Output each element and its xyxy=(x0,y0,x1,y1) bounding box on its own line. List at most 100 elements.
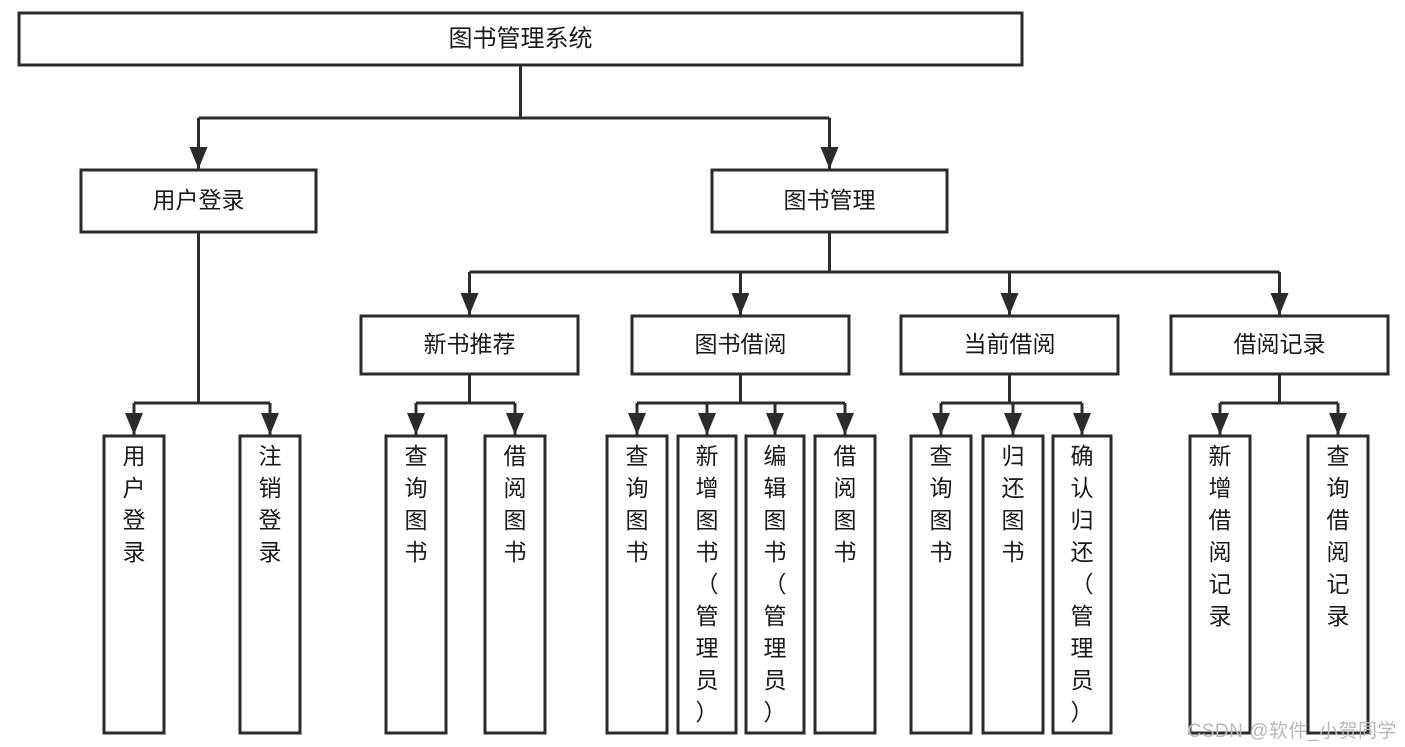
arrow-head xyxy=(1073,413,1091,435)
node-label-char: 录 xyxy=(1327,603,1350,629)
node-label-char: 阅 xyxy=(1209,539,1232,565)
node-label-char: （ xyxy=(764,571,787,597)
arrow-head xyxy=(628,413,646,435)
node-box xyxy=(813,434,877,735)
node-box xyxy=(102,434,166,735)
node-box xyxy=(676,434,738,735)
node-box xyxy=(238,434,302,735)
arrow-head xyxy=(731,293,750,315)
arrow-head xyxy=(1329,413,1347,435)
node-label-char: 增 xyxy=(1209,475,1232,501)
node-book-borrow[interactable]: 图书借阅 xyxy=(630,314,851,376)
node-label-char: 借 xyxy=(1209,507,1232,533)
node-label-char: 销 xyxy=(259,475,282,501)
node-label-char: 还 xyxy=(1071,539,1094,565)
node-label-char: 户 xyxy=(123,475,146,501)
node-label-char: 查 xyxy=(405,443,428,469)
node-label-char: 借 xyxy=(1327,507,1350,533)
node-leaf-user-login[interactable]: 用户登录 xyxy=(102,434,166,735)
node-box xyxy=(605,434,669,735)
node-user-login[interactable]: 用户登录 xyxy=(79,168,318,234)
node-label-char: 图 xyxy=(696,507,719,533)
node-label-char: 图 xyxy=(1002,507,1025,533)
node-label-char: 书 xyxy=(764,539,787,565)
node-label-char: 编 xyxy=(764,443,787,469)
node-label-char: 图 xyxy=(504,507,527,533)
node-current-borrow[interactable]: 当前借阅 xyxy=(899,314,1120,376)
node-new-book-rec[interactable]: 新书推荐 xyxy=(359,314,580,376)
node-box xyxy=(899,314,1120,376)
node-label-char: 书 xyxy=(696,539,719,565)
arrow-head xyxy=(1270,293,1289,315)
node-label-char: 阅 xyxy=(1327,539,1350,565)
node-label: 当前借阅 xyxy=(964,331,1056,357)
node-label: 新书推荐 xyxy=(424,331,516,357)
arrow-head xyxy=(766,413,784,435)
node-label-char: 登 xyxy=(259,507,282,533)
node-label-char: 确 xyxy=(1071,443,1094,469)
arrow-head xyxy=(506,413,524,435)
node-label-char: 归 xyxy=(1071,507,1094,533)
node-label-char: 注 xyxy=(259,443,282,469)
node-root[interactable]: 图书管理系统 xyxy=(17,11,1024,67)
node-box xyxy=(1306,434,1370,735)
node-label-char: 录 xyxy=(259,539,282,565)
arrow-head xyxy=(189,147,208,169)
arrow-head xyxy=(261,413,279,435)
node-label-char: 录 xyxy=(1209,603,1232,629)
node-label-char: 询 xyxy=(626,475,649,501)
node-label-char: 查 xyxy=(1327,443,1350,469)
node-label-char: （ xyxy=(1071,571,1094,597)
node-box xyxy=(710,168,949,234)
node-label-char: 管 xyxy=(696,603,719,629)
node-box xyxy=(744,434,806,735)
node-box xyxy=(981,434,1045,735)
node-label-char: 书 xyxy=(405,539,428,565)
node-label-char: ） xyxy=(764,699,787,725)
node-label-char: 借 xyxy=(834,443,857,469)
arrow-head xyxy=(932,413,950,435)
node-label-char: 询 xyxy=(1327,475,1350,501)
arrow-head xyxy=(460,293,479,315)
node-label-char: 员 xyxy=(1071,667,1094,693)
node-box xyxy=(483,434,547,735)
node-label-char: ） xyxy=(1071,699,1094,725)
node-box xyxy=(359,314,580,376)
node-label-char: 书 xyxy=(626,539,649,565)
node-label-char: 图 xyxy=(764,507,787,533)
arrow-head xyxy=(820,147,839,169)
node-label-char: 新 xyxy=(696,443,719,469)
node-label-char: 增 xyxy=(696,475,719,501)
node-label-char: 还 xyxy=(1002,475,1025,501)
node-label: 图书借阅 xyxy=(695,331,787,357)
node-label: 图书管理系统 xyxy=(449,25,593,52)
node-label-char: 理 xyxy=(696,635,719,661)
node-label-char: 管 xyxy=(1071,603,1094,629)
node-box xyxy=(909,434,973,735)
node-borrow-record[interactable]: 借阅记录 xyxy=(1169,314,1390,376)
node-label-char: 员 xyxy=(764,667,787,693)
node-book-manage[interactable]: 图书管理 xyxy=(710,168,949,234)
node-box xyxy=(1188,434,1252,735)
node-label: 图书管理 xyxy=(784,187,876,213)
node-label-char: 查 xyxy=(930,443,953,469)
node-label: 用户登录 xyxy=(153,187,245,213)
node-label-char: 书 xyxy=(834,539,857,565)
node-label-char: 书 xyxy=(1002,539,1025,565)
node-box xyxy=(630,314,851,376)
node-label-char: 辑 xyxy=(764,475,787,501)
node-boxes: 图书管理系统用户登录图书管理新书推荐图书借阅当前借阅借阅记录用户登录注销登录查询… xyxy=(17,11,1390,735)
